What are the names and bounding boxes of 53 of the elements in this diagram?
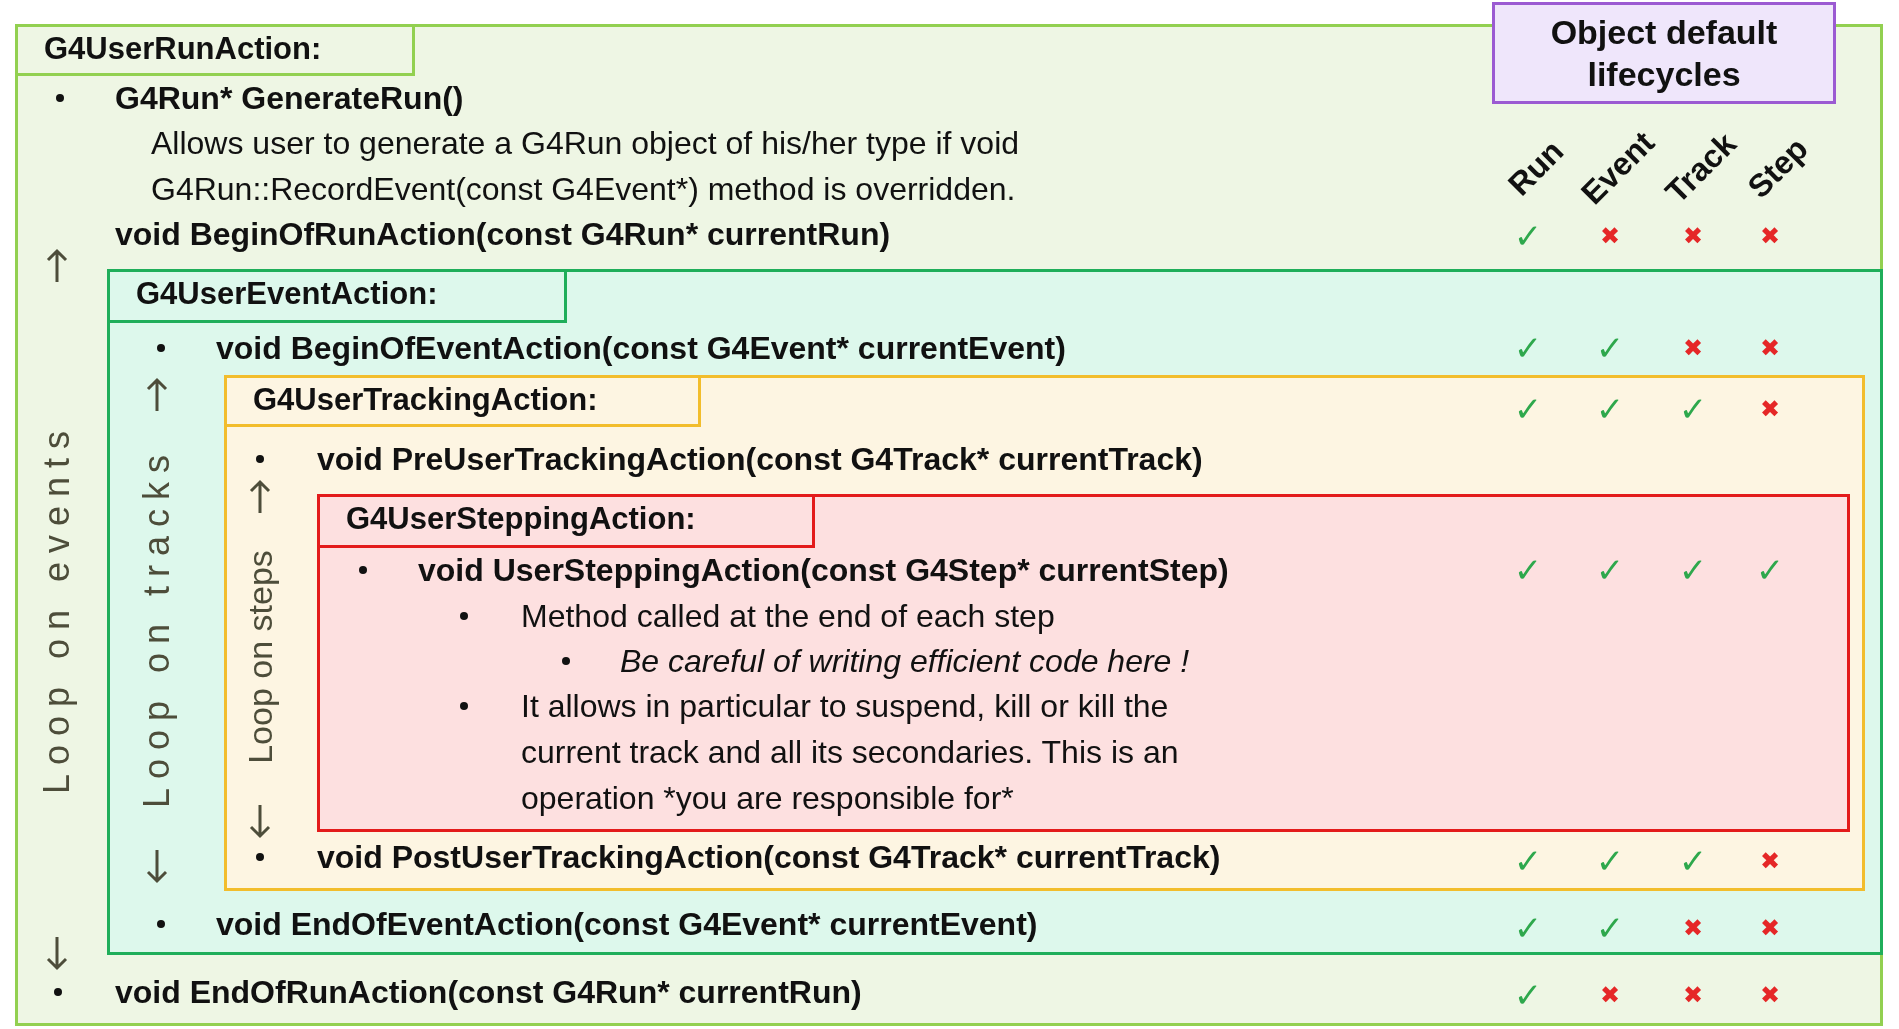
description-text: Method called at the end of each step bbox=[521, 597, 1055, 636]
check-mark: ✓ bbox=[1678, 841, 1708, 881]
cross-mark: ✖ bbox=[1682, 334, 1704, 362]
cross-mark: ✖ bbox=[1682, 914, 1704, 942]
heading-tab: G4UserRunAction: bbox=[15, 24, 415, 76]
heading-tab: G4UserSteppingAction: bbox=[317, 494, 815, 548]
description-text: Allows user to generate a G4Run object of his/her type if void G4Run::RecordEvent(const G4Event*) method is overridden. bbox=[151, 124, 1021, 209]
check-mark: ✓ bbox=[1513, 216, 1543, 256]
check-mark: ✓ bbox=[1513, 328, 1543, 368]
legend-title-box bbox=[1492, 2, 1836, 104]
stepping-action-panel bbox=[317, 494, 1850, 832]
check-mark: ✓ bbox=[1595, 908, 1625, 948]
loop-label: Loop on steps bbox=[240, 550, 280, 764]
loop-label: Loop on events bbox=[36, 421, 78, 795]
method-signature: void PostUserTrackingAction(const G4Track* currentTrack) bbox=[317, 838, 1221, 877]
cross-mark: ✖ bbox=[1682, 222, 1704, 250]
check-mark: ✓ bbox=[1595, 841, 1625, 881]
method-signature: G4Run* GenerateRun() bbox=[115, 79, 464, 118]
cross-mark: ✖ bbox=[1759, 222, 1781, 250]
box-title: Object default lifecycles bbox=[1549, 12, 1779, 95]
description-text: It allows in particular to suspend, kill or kill the current track and all its secondaries. This is an operation *you are responsible for* bbox=[521, 687, 1180, 818]
check-mark: ✓ bbox=[1513, 389, 1543, 429]
method-signature: void UserSteppingAction(const G4Step* currentStep) bbox=[418, 551, 1229, 590]
check-mark: ✓ bbox=[1595, 328, 1625, 368]
check-mark: ✓ bbox=[1595, 389, 1625, 429]
cross-mark: ✖ bbox=[1759, 914, 1781, 942]
tracking-action-panel bbox=[224, 375, 1865, 891]
cross-mark: ✖ bbox=[1682, 981, 1704, 1009]
cross-mark: ✖ bbox=[1599, 222, 1621, 250]
heading-tab: G4UserTrackingAction: bbox=[224, 375, 701, 427]
column-header: Run bbox=[1500, 132, 1572, 204]
check-mark: ✓ bbox=[1513, 550, 1543, 590]
check-mark: ✓ bbox=[1513, 975, 1543, 1015]
check-mark: ✓ bbox=[1513, 908, 1543, 948]
cross-mark: ✖ bbox=[1759, 847, 1781, 875]
method-signature: void BeginOfEventAction(const G4Event* currentEvent) bbox=[216, 329, 1066, 368]
method-signature: void EndOfRunAction(const G4Run* currentRun) bbox=[115, 973, 862, 1012]
heading-tab: G4UserEventAction: bbox=[107, 269, 567, 323]
method-signature: void BeginOfRunAction(const G4Run* currentRun) bbox=[115, 215, 891, 254]
event-action-panel bbox=[107, 269, 1883, 955]
check-mark: ✓ bbox=[1755, 550, 1785, 590]
note-text: Be careful of writing efficient code here ! bbox=[620, 642, 1190, 681]
method-signature: void EndOfEventAction(const G4Event* currentEvent) bbox=[216, 905, 1038, 944]
loop-label: Loop on tracks bbox=[136, 445, 178, 809]
check-mark: ✓ bbox=[1595, 550, 1625, 590]
check-mark: ✓ bbox=[1678, 389, 1708, 429]
cross-mark: ✖ bbox=[1599, 981, 1621, 1009]
cross-mark: ✖ bbox=[1759, 981, 1781, 1009]
cross-mark: ✖ bbox=[1759, 395, 1781, 423]
check-mark: ✓ bbox=[1678, 550, 1708, 590]
method-signature: void PreUserTrackingAction(const G4Track* currentTrack) bbox=[317, 440, 1203, 479]
cross-mark: ✖ bbox=[1759, 334, 1781, 362]
check-mark: ✓ bbox=[1513, 841, 1543, 881]
